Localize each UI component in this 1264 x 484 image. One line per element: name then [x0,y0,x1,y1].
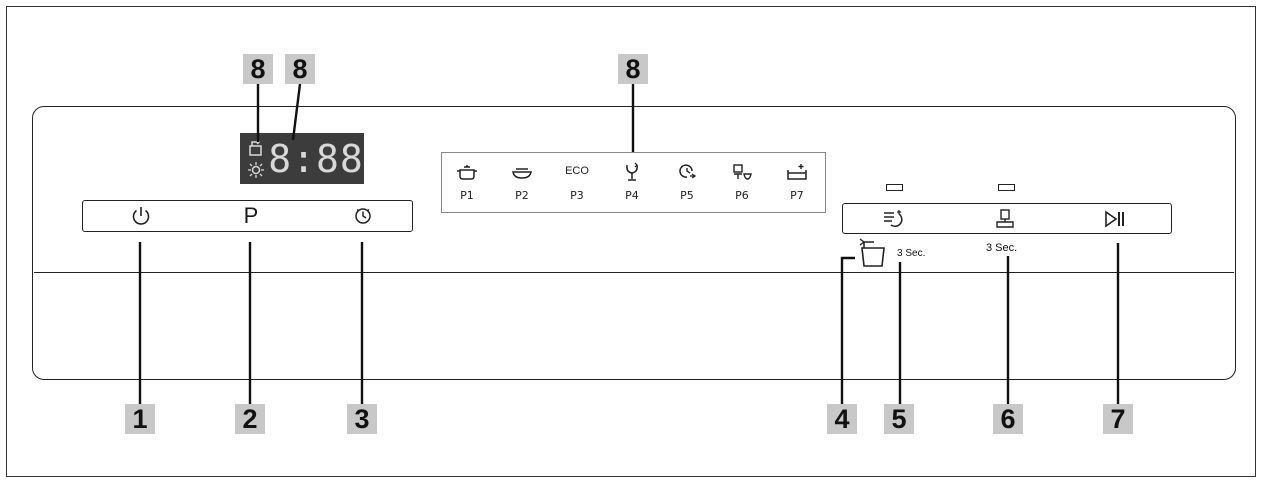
program-p1: P1 [442,153,492,212]
program-button-label: P [243,203,259,228]
start-pause-button[interactable] [1095,204,1135,233]
play-pause-icon [1105,209,1124,228]
program-button[interactable]: P [233,201,269,231]
half-load-icon [996,208,1014,228]
callout-8-indicator: 8 [243,54,273,84]
tub-icon [787,164,807,180]
program-label: P5 [680,189,694,202]
lock-hold-label: 3 Sec. [897,248,926,259]
left-button-bar: P [82,200,413,232]
program-p5: P5 [662,153,712,212]
callout-3: 3 [347,404,377,434]
program-label: P6 [735,189,749,202]
program-p7: P7 [772,153,822,212]
glass-icon [626,162,638,181]
half-load-button[interactable] [985,204,1025,233]
panel-divider [34,272,1234,273]
program-p6: P6 [717,153,767,212]
program-label: P2 [515,189,529,202]
program-label: P4 [625,189,639,202]
callout-1: 1 [125,404,155,434]
plate-icon [512,168,532,179]
callout-7: 7 [1103,404,1133,434]
callout-5: 5 [884,404,914,434]
extra-dry-led [886,184,903,191]
half-load-led [998,184,1015,191]
salt-indicator-icon [248,162,264,178]
power-icon [132,207,150,225]
program-indicator-box: P1 P2 ECO P3 P4 P5 P6 [441,152,826,213]
right-button-bar [842,203,1172,234]
digital-display: 8:88 [240,133,364,184]
callout-8-programs: 8 [618,54,648,84]
delay-button[interactable] [345,201,381,231]
extra-dry-button[interactable] [873,204,913,233]
pot-icon [457,165,477,180]
program-label: P1 [460,189,474,202]
callout-2: 2 [235,404,265,434]
dishes-icon [733,164,752,180]
diagram-frame [6,6,1256,477]
program-p3: ECO P3 [552,153,602,212]
power-button[interactable] [123,201,159,231]
callout-8-display: 8 [285,54,315,84]
callout-6: 6 [993,404,1023,434]
time-digits: 8:88 [268,136,364,181]
program-p4: P4 [607,153,657,212]
callout-4: 4 [827,404,857,434]
quick-icon [679,164,697,179]
eco-text: ECO [565,165,589,177]
program-label: P3 [570,189,584,202]
program-label: P7 [790,189,804,202]
program-p2: P2 [497,153,547,212]
clock-icon [355,208,371,224]
half-load-hold-label: 3 Sec. [986,242,1018,254]
extra-dry-icon [884,209,903,227]
child-lock-icon [859,238,885,267]
